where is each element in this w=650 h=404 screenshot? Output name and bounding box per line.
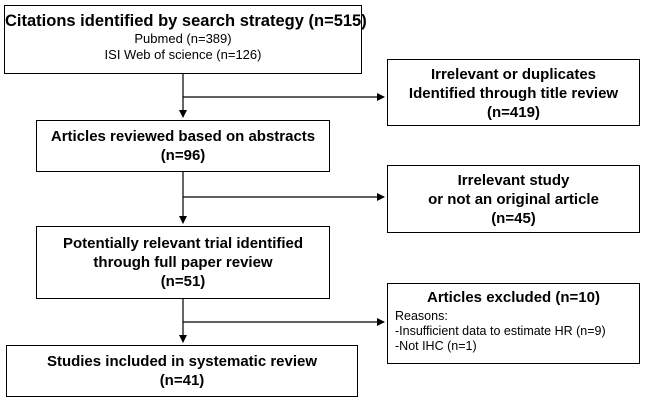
source-pubmed: Pubmed (n=389) <box>134 31 232 46</box>
reason-item: -Insufficient data to estimate HR (n=9) <box>395 324 606 338</box>
box-label-1: Irrelevant study <box>457 172 570 189</box>
box-count: (n=41) <box>159 372 205 389</box>
box-studies-included: Studies included in systematic review (n… <box>6 345 358 397</box>
box-count: (n=45) <box>491 210 536 227</box>
box-label-2: through full paper review <box>93 254 273 271</box>
box-label: Studies included in systematic review <box>46 353 318 370</box>
box-label: Articles reviewed based on abstracts <box>50 128 316 145</box>
box-fullpaper-review: Potentially relevant trial identified th… <box>36 226 330 299</box>
box-label-2: Identified through title review <box>408 85 619 102</box>
reasons-label: Reasons: <box>395 309 448 323</box>
box-label-1: Irrelevant or duplicates <box>430 66 597 83</box>
box-title: Citations identified by search strategy … <box>5 12 367 30</box>
box-label-1: Potentially relevant trial identified <box>62 235 304 252</box>
box-citations-identified: Citations identified by search strategy … <box>4 5 367 74</box>
box-title: Articles excluded (n=10) <box>427 289 600 306</box>
box-count: (n=51) <box>160 273 206 290</box>
box-excluded-title-review: Irrelevant or duplicates Identified thro… <box>387 59 640 126</box>
box-excluded-fullpaper: Articles excluded (n=10) Reasons: -Insuf… <box>387 283 640 364</box>
box-count: (n=419) <box>487 104 540 121</box>
box-count: (n=96) <box>160 147 206 164</box>
box-label-2: or not an original article <box>428 191 599 208</box>
source-isi: ISI Web of science (n=126) <box>104 47 262 62</box>
box-excluded-abstract: Irrelevant study or not an original arti… <box>387 165 640 233</box>
box-abstracts-reviewed: Articles reviewed based on abstracts (n=… <box>36 120 330 172</box>
reason-item: -Not IHC (n=1) <box>395 339 477 353</box>
